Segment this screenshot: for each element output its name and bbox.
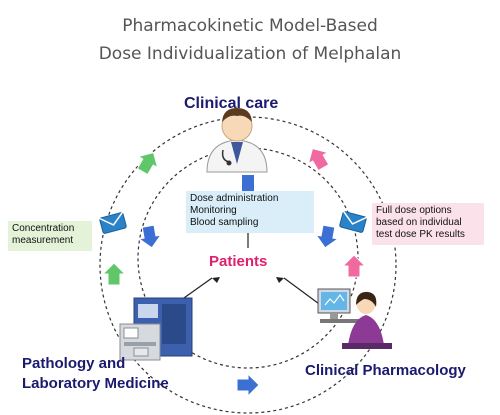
arrow-icon bbox=[132, 146, 164, 178]
envelope-icon bbox=[338, 210, 368, 234]
title-line-1: Pharmacokinetic Model-Based bbox=[122, 16, 378, 36]
title-line-2: Dose Individualization of Melphalan bbox=[98, 44, 402, 64]
envelope-icon bbox=[98, 211, 128, 235]
pathology-label-line: Pathology and bbox=[22, 355, 126, 372]
arrow-icon bbox=[136, 223, 164, 251]
pharmacologist-at-computer-icon bbox=[317, 288, 392, 349]
doctor-icon bbox=[206, 108, 268, 173]
clinical-pharmacology-label: Clinical Pharmacology bbox=[305, 362, 466, 379]
patients-label: Patients bbox=[209, 253, 268, 270]
dose-options-note: Full dose options based on individual te… bbox=[372, 203, 484, 245]
concentration-note-line: Concentration bbox=[12, 223, 75, 234]
arrow-icon bbox=[302, 142, 334, 174]
arrow-icon bbox=[102, 262, 126, 286]
concentration-note: Concentration measurement bbox=[8, 221, 92, 251]
dose-options-line: test dose PK results bbox=[376, 229, 465, 240]
care-actions-note: Dose administration Monitoring Blood sam… bbox=[186, 191, 314, 233]
care-action-item: Monitoring bbox=[190, 205, 237, 216]
care-action-item: Dose administration bbox=[190, 193, 279, 204]
clinical-care-label: Clinical care bbox=[184, 95, 279, 112]
arrow-icon bbox=[313, 223, 341, 251]
concentration-note-line: measurement bbox=[12, 235, 74, 246]
lab-analyzer-icon bbox=[119, 297, 193, 361]
dose-options-line: Full dose options bbox=[376, 205, 452, 216]
arrow-icon bbox=[236, 373, 260, 397]
pathology-label-line: Laboratory Medicine bbox=[22, 375, 169, 392]
pathology-lab-medicine-label: Pathology and Laboratory Medicine bbox=[22, 354, 169, 394]
dose-options-line: based on individual bbox=[376, 217, 462, 228]
arrow-icon bbox=[342, 254, 366, 278]
care-action-item: Blood sampling bbox=[190, 217, 259, 228]
